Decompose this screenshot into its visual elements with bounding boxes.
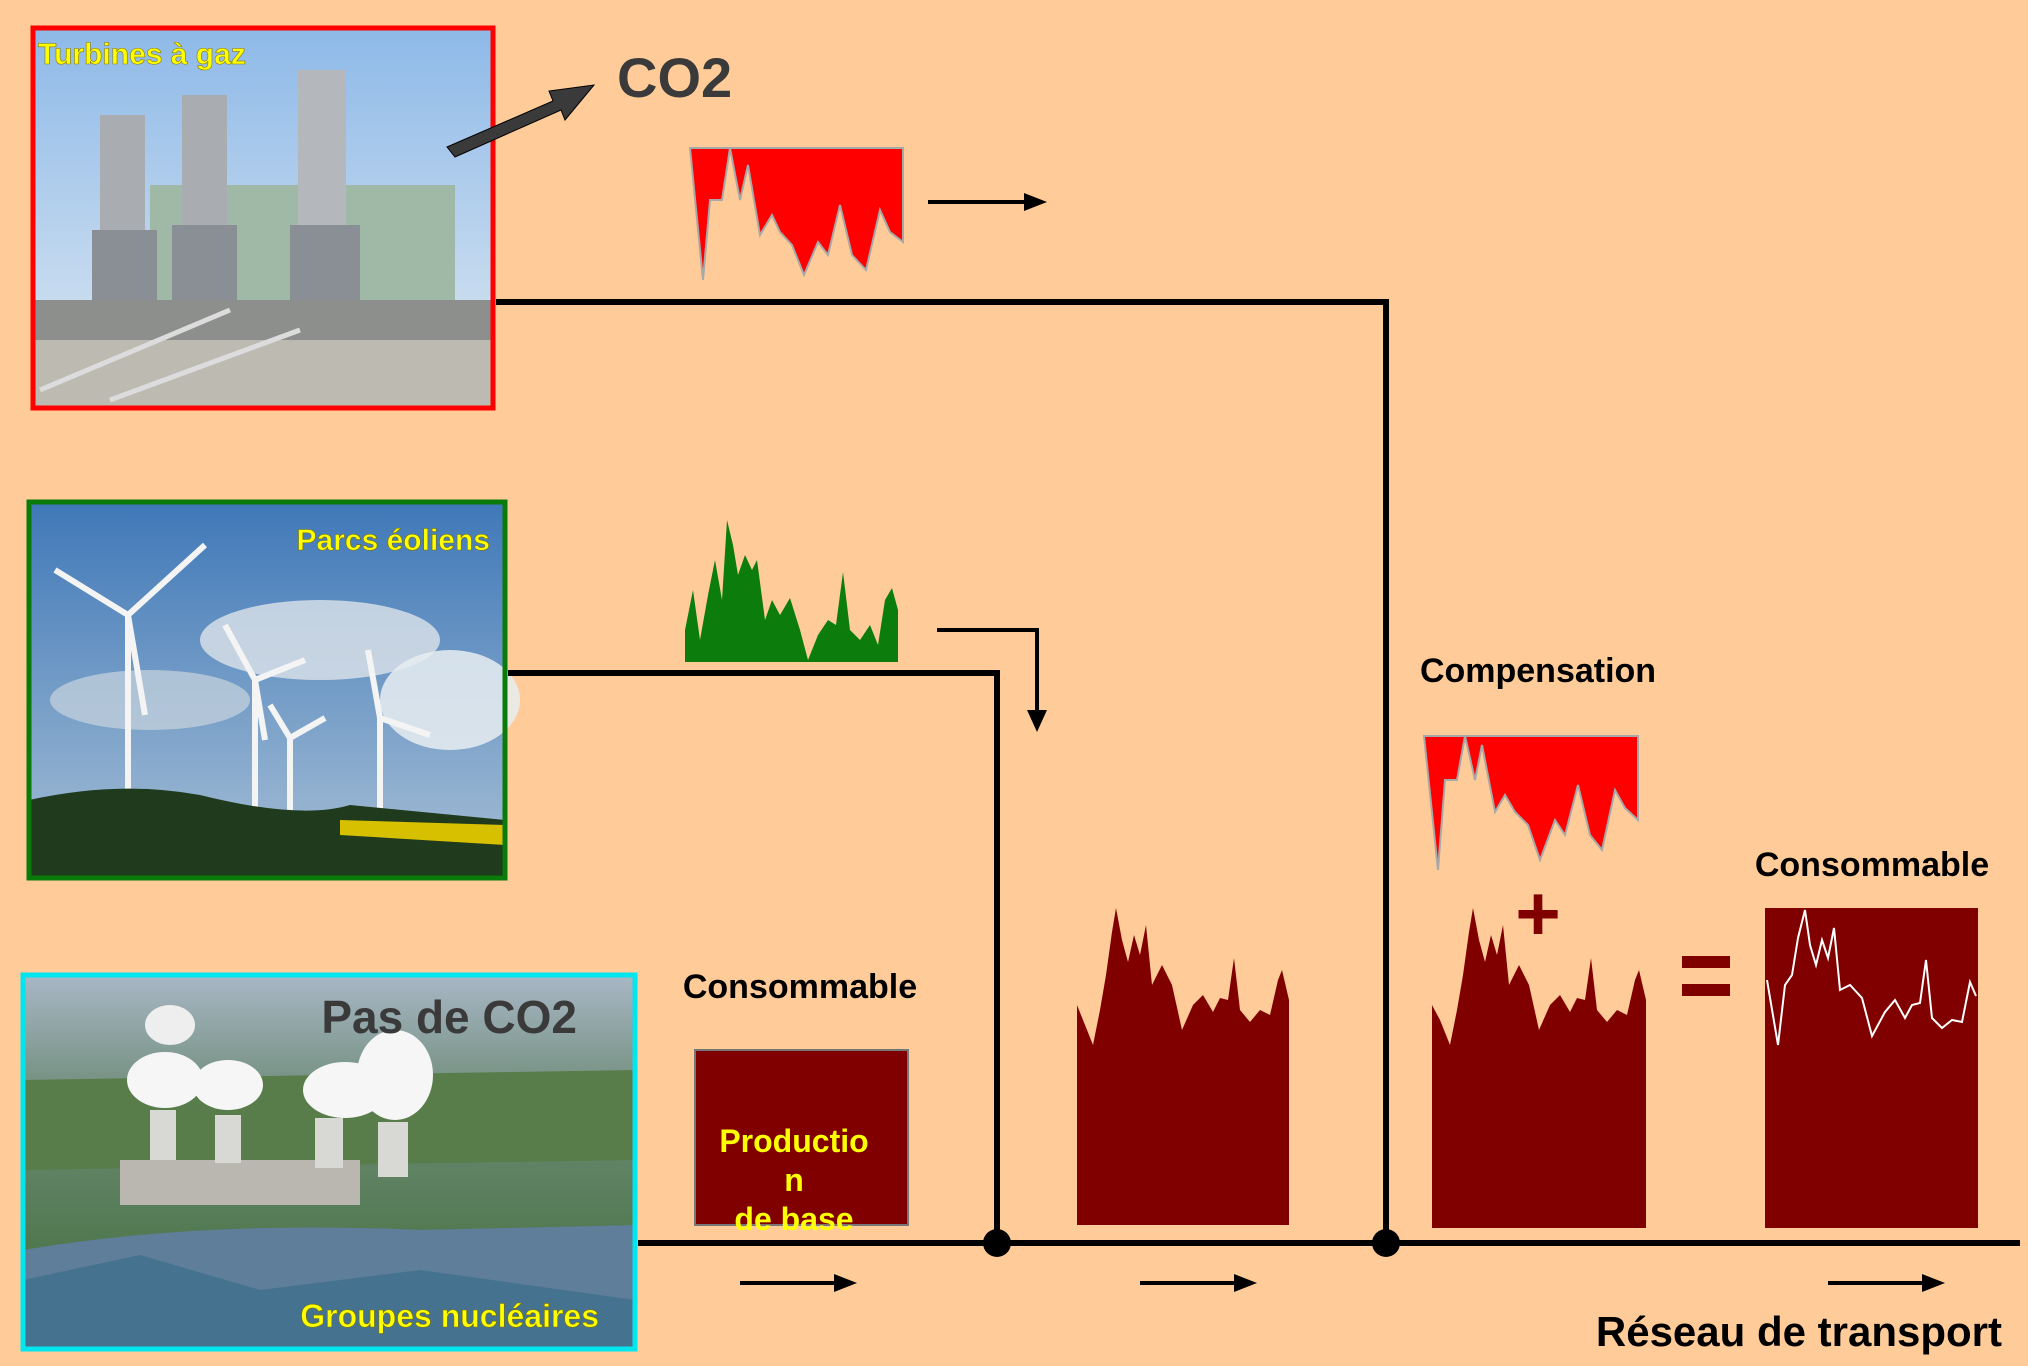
transport-network-label: Réseau de transport — [1596, 1308, 2002, 1355]
arrow-up-right-icon — [446, 84, 596, 158]
junction-dot-icon — [983, 1229, 1011, 1257]
nuclear-plant-title: Groupes nucléaires — [300, 1298, 599, 1334]
co2-label: CO2 — [617, 46, 732, 109]
base-plus-wind-profile — [1077, 908, 1289, 1225]
arrow-right-icon — [928, 193, 1047, 211]
arrow-right-icon — [1140, 1274, 1257, 1292]
wind-connector — [937, 628, 1039, 710]
base-production-line1: Productio — [719, 1123, 868, 1159]
gas-turbine-title: Turbines à gaz — [38, 38, 246, 71]
arrow-down-icon — [1027, 710, 1047, 732]
wind-farm-title: Parcs éoliens — [297, 524, 490, 557]
gas-turbine-photo — [33, 28, 493, 408]
base-production-line2: n — [784, 1162, 804, 1198]
no-co2-label: Pas de CO2 — [321, 991, 577, 1043]
base-plus-wind-profile-copy — [1432, 908, 1646, 1228]
arrow-right-icon — [740, 1274, 857, 1292]
base-production-block — [694, 1049, 909, 1226]
wind-profile — [685, 520, 898, 662]
consumable-right-label: Consommable — [1755, 846, 1989, 884]
plus-sign: + — [1515, 869, 1561, 957]
arrow-right-icon — [1828, 1274, 1945, 1292]
base-production-line3: de base — [734, 1201, 853, 1237]
wind-farm-frame — [26, 499, 508, 881]
nuclear-plant-photo — [23, 975, 635, 1349]
consumption-curve — [1766, 909, 1977, 1046]
gas-compensation-profile — [1422, 735, 1639, 871]
consumable-left-label: Consommable — [683, 968, 917, 1006]
junction-dot-icon — [1372, 1229, 1400, 1257]
nuclear-plant-frame — [20, 972, 638, 1352]
equals-sign — [1682, 956, 1730, 996]
gas-transmission-line — [496, 299, 1389, 1242]
wind-farm-photo — [29, 502, 520, 878]
compensation-label: Compensation — [1420, 652, 1656, 690]
wind-transmission-line — [508, 670, 1000, 1242]
gas-turbine-frame — [30, 25, 496, 411]
gas-profile-top — [688, 147, 904, 281]
consumable-result-block — [1765, 908, 1978, 1228]
